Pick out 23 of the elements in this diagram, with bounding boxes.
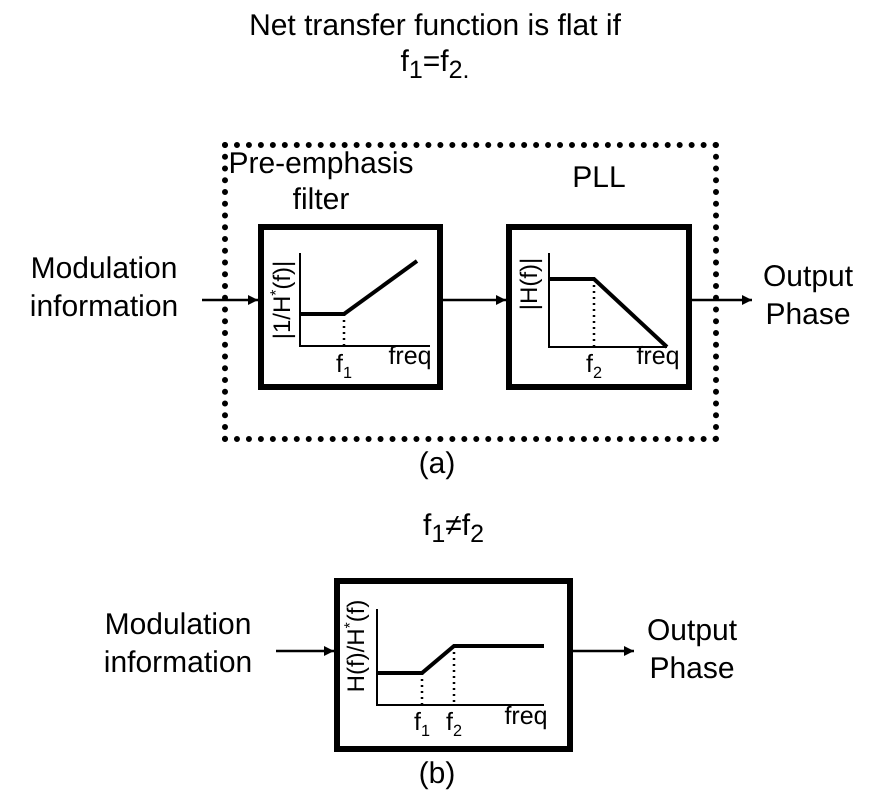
- block-title: Pre-emphasis filter: [227, 146, 415, 218]
- flow-text: Modulation information: [28, 251, 180, 325]
- tick-label: freq: [388, 344, 432, 369]
- arrow: [692, 295, 752, 305]
- tick-label: f$_{2}$: [446, 710, 462, 740]
- arrow: [276, 646, 334, 656]
- panel-label: (a): [418, 446, 456, 482]
- arrow: [573, 646, 634, 656]
- block-title: f$_{1}$≠f$_{2}$: [422, 508, 485, 550]
- arrow: [443, 295, 506, 305]
- flow-text: Output Phase: [646, 613, 738, 687]
- axis-label: |H(f)|: [518, 258, 542, 310]
- flow-text: Modulation information: [102, 607, 254, 681]
- tick-label: freq: [504, 704, 548, 729]
- tick-label: f$_{1}$: [414, 710, 430, 740]
- flow-text: Output Phase: [762, 259, 854, 333]
- tick-label: freq: [636, 344, 680, 369]
- block-title: PLL: [571, 160, 627, 196]
- block-title: Net transfer function is flat if f$_{1}$=f$_{2.}$: [248, 8, 622, 86]
- tick-label: f$_{2}$: [586, 352, 602, 382]
- arrow: [202, 295, 258, 305]
- tick-label: f$_{1}$: [336, 352, 352, 382]
- panel-label: (b): [418, 756, 456, 792]
